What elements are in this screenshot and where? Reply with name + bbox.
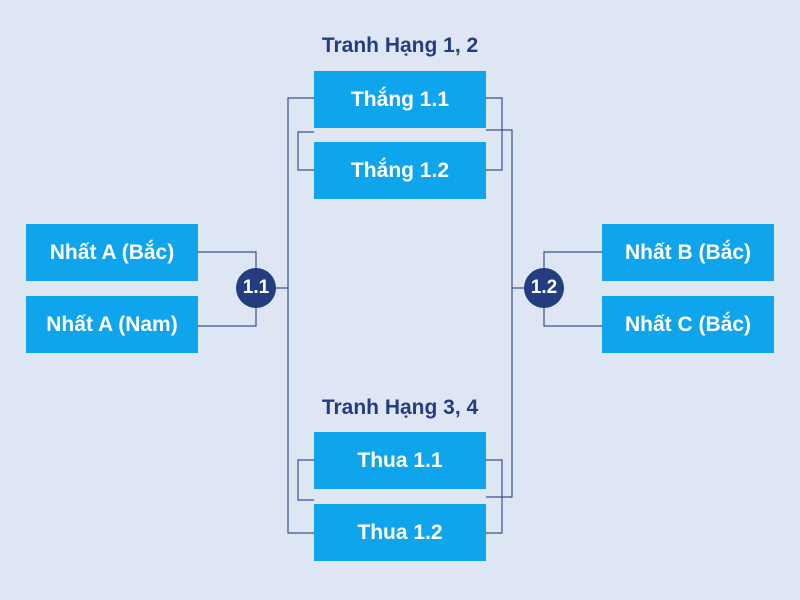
team-box-right-top: Nhất B (Bắc) (602, 224, 774, 281)
match-circle-1-2: 1.2 (524, 268, 564, 308)
final-section-title: Tranh Hạng 1, 2 (321, 34, 479, 57)
final-slot-bottom: Thắng 1.2 (314, 142, 486, 199)
match-circle-1-1: 1.1 (236, 268, 276, 308)
team-box-left-top: Nhất A (Bắc) (26, 224, 198, 281)
connector-1-1-outer (287, 97, 314, 534)
connector-1-1-inner-low (297, 459, 314, 501)
connector-1-2-inner (486, 97, 503, 171)
connector-1-1-inner (297, 131, 314, 171)
team-box-right-bottom: Nhất C (Bắc) (602, 296, 774, 353)
third-place-slot-top: Thua 1.1 (314, 432, 486, 489)
third-place-section-title: Tranh Hạng 3, 4 (321, 396, 479, 419)
connector-1-2-outer (486, 129, 513, 498)
connector-1-2-inner-low (486, 459, 503, 534)
third-place-slot-bottom: Thua 1.2 (314, 504, 486, 561)
final-slot-top: Thắng 1.1 (314, 71, 486, 128)
team-box-left-bottom: Nhất A (Nam) (26, 296, 198, 353)
